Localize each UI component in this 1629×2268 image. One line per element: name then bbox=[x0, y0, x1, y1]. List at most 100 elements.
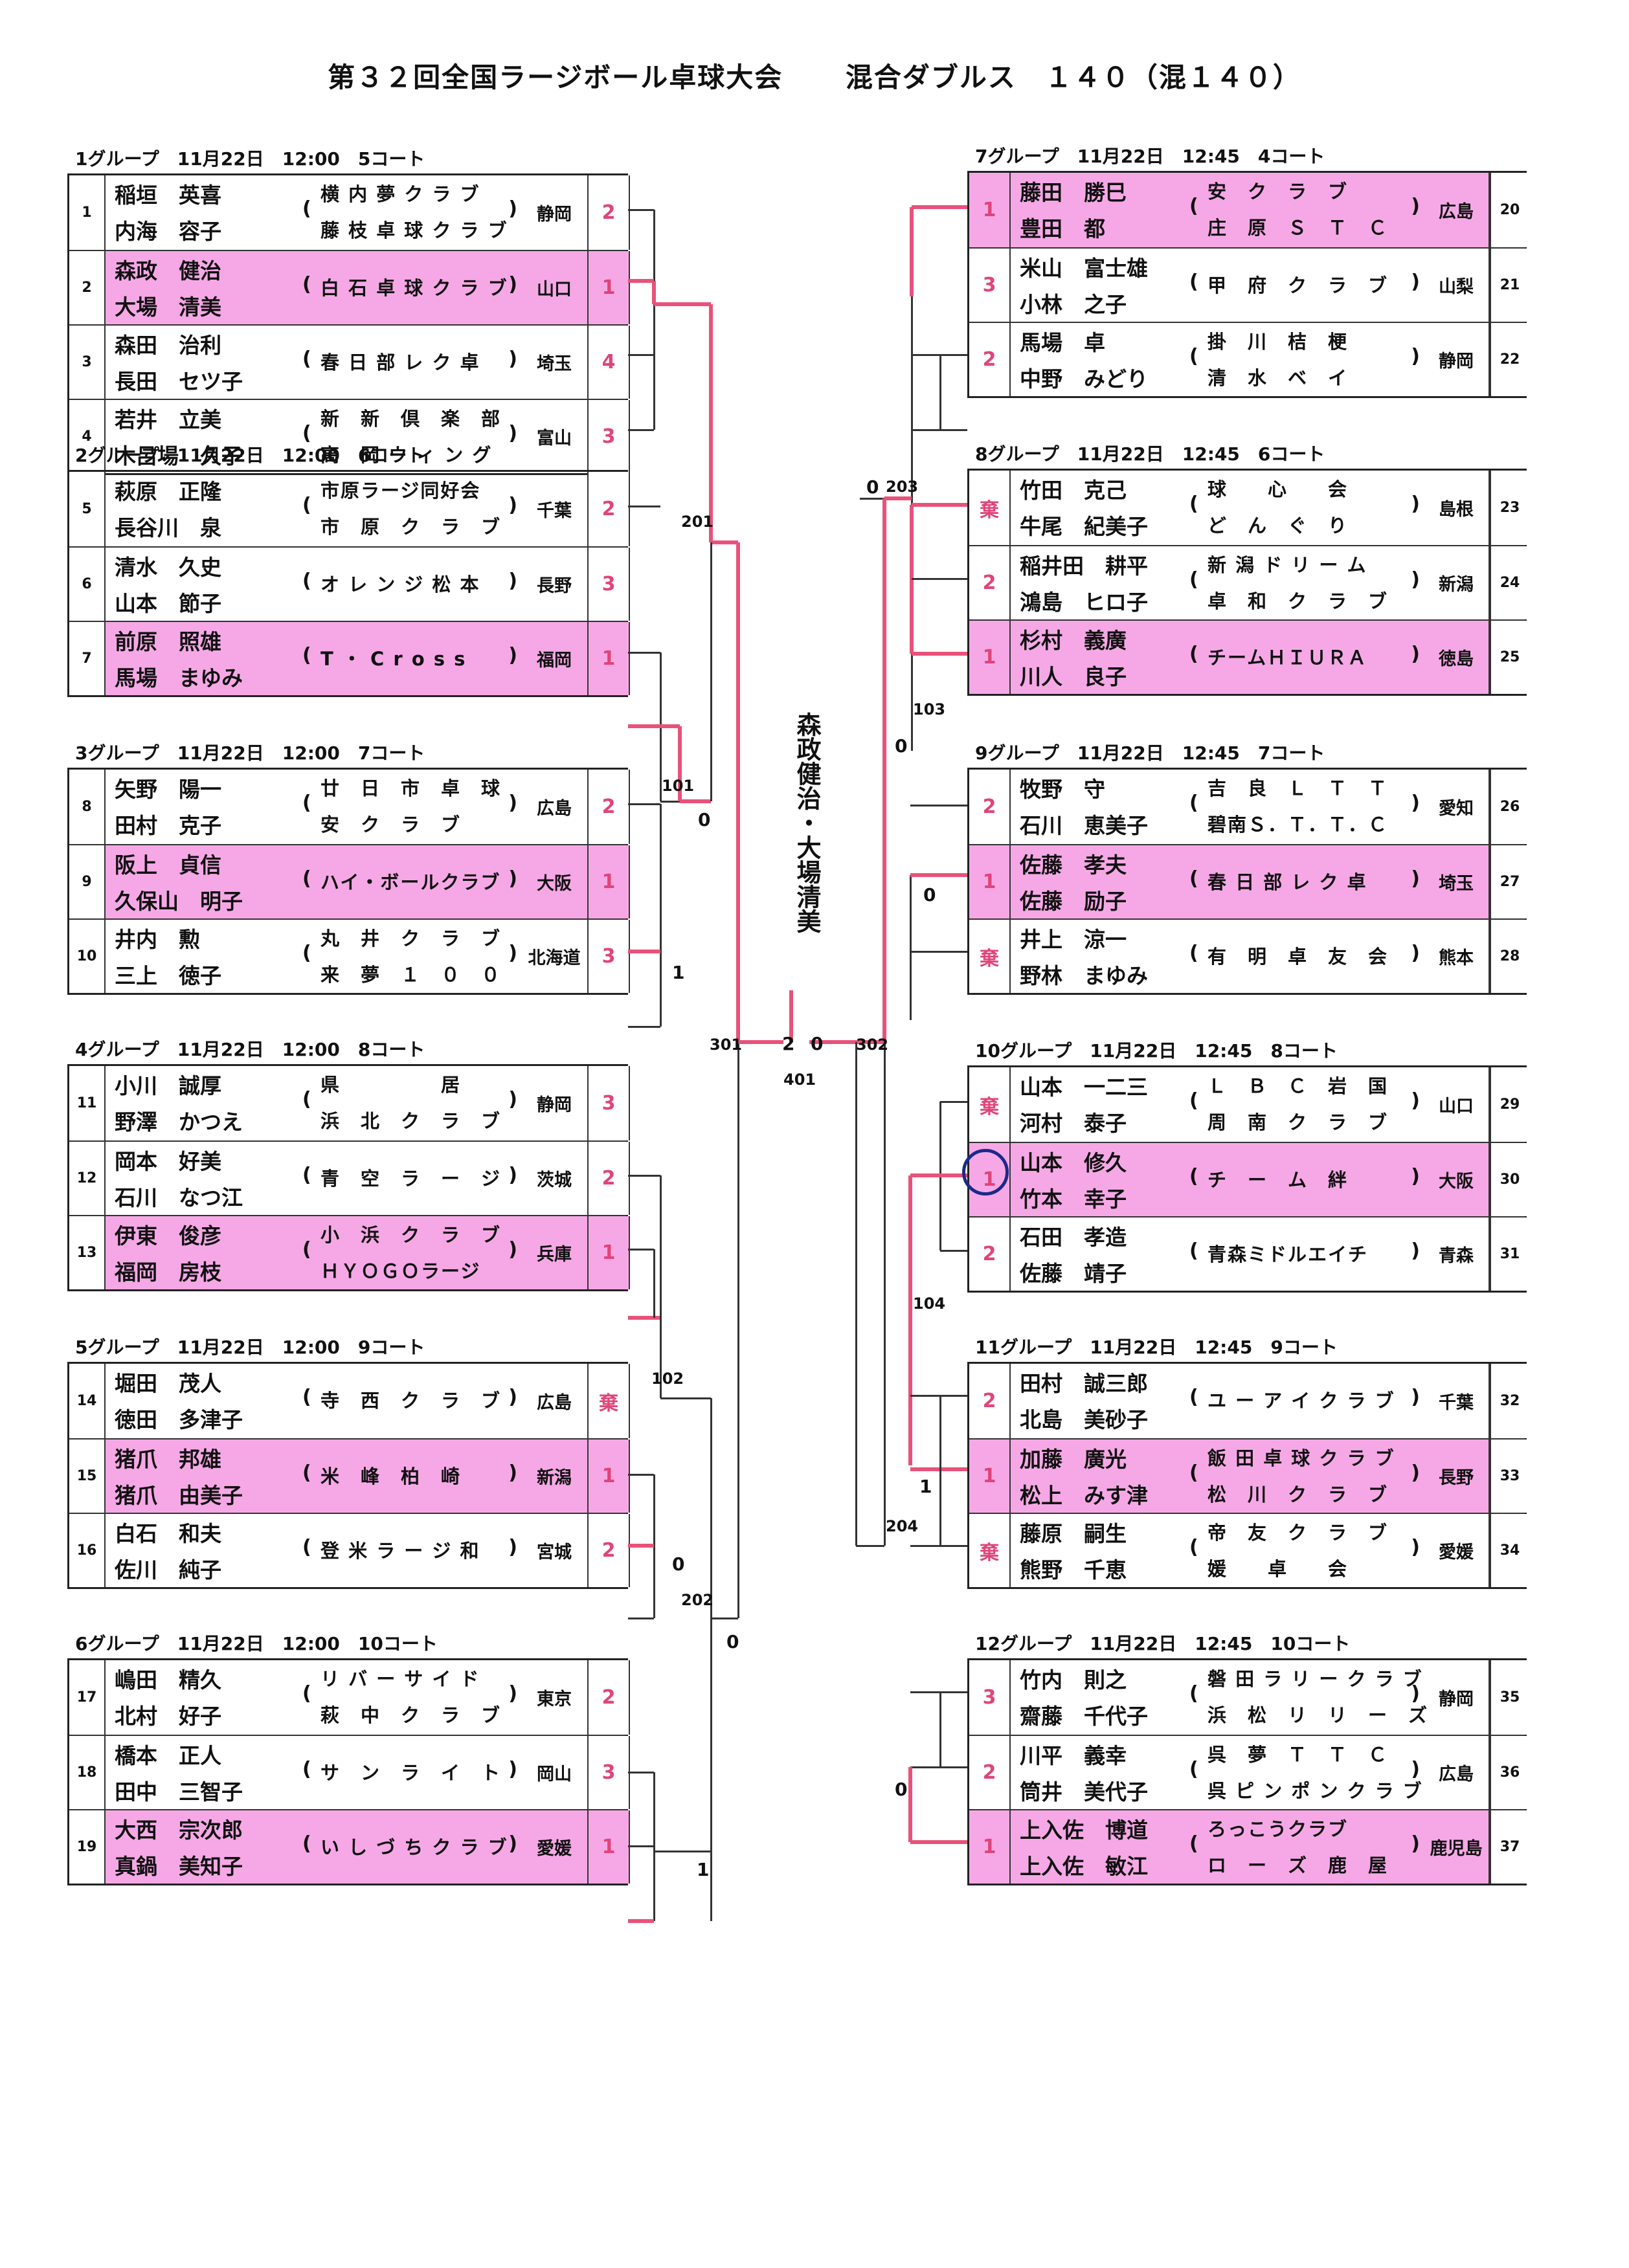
winner-path-line bbox=[912, 652, 967, 656]
player-name-1: 田村 誠三郎 bbox=[1020, 1371, 1148, 1396]
club-name: 春 日 部 レ ク 卓 bbox=[320, 351, 480, 373]
group-rank: 1 bbox=[969, 1440, 1011, 1513]
group-rank: 1 bbox=[589, 251, 630, 324]
entry-number: 9 bbox=[69, 845, 106, 918]
paren-close: ) bbox=[1411, 1089, 1420, 1112]
paren-close: ) bbox=[508, 197, 517, 220]
club-names: ()ユ ー ア イ ク ラ ブ bbox=[1188, 1364, 1424, 1438]
club-names: ()新 新 倶 楽 部高 岡 ウ ィ ン グ bbox=[301, 400, 521, 473]
player-name-1: 伊東 俊彦 bbox=[115, 1223, 221, 1249]
club-name-1: ろっこうクラブ bbox=[1208, 1818, 1349, 1840]
entry-number: 16 bbox=[69, 1514, 106, 1587]
paren-close: ) bbox=[508, 1536, 517, 1559]
winner-path-line bbox=[910, 1173, 967, 1177]
entry-number: 1 bbox=[69, 175, 106, 250]
player-name-1: 川平 義幸 bbox=[1020, 1743, 1127, 1768]
paren-close: ) bbox=[508, 1238, 517, 1261]
player-name-1: 竹内 則之 bbox=[1020, 1667, 1127, 1693]
player-names: 竹内 則之齋藤 千代子 bbox=[1011, 1660, 1188, 1735]
paren-close: ) bbox=[508, 1088, 517, 1111]
prefecture: 大阪 bbox=[1424, 1143, 1490, 1216]
club-name-1: リ バ ー サ イ ド bbox=[320, 1668, 480, 1690]
prefecture: 新潟 bbox=[521, 1440, 589, 1513]
entry-number: 11 bbox=[69, 1066, 106, 1140]
paren-close: ) bbox=[508, 494, 517, 517]
club-name-2: 周 南 ク ラ ブ bbox=[1208, 1111, 1389, 1133]
player-name-1: 加藤 廣光 bbox=[1020, 1447, 1127, 1472]
player-name-2: 大場 清美 bbox=[115, 295, 221, 320]
bracket-line bbox=[910, 1394, 967, 1397]
player-name-2: 馬場 まゆみ bbox=[115, 665, 243, 691]
paren-open: ( bbox=[302, 1164, 311, 1186]
player-name-1: 森政 健治 bbox=[115, 258, 221, 284]
group-header: 1グループ 11月22日 12:00 5コート bbox=[75, 148, 425, 170]
paren-close: ) bbox=[1411, 195, 1420, 217]
final-score-left: 2 bbox=[782, 1033, 795, 1054]
group-header: 10グループ 11月22日 12:45 8コート bbox=[975, 1040, 1338, 1062]
entry-number: 32 bbox=[1490, 1364, 1529, 1438]
club-name-1: 市原ラージ同好会 bbox=[320, 480, 481, 502]
group-rank: 棄 bbox=[589, 1364, 630, 1438]
score-104: 1 bbox=[919, 1476, 932, 1497]
club-name-1: 廿 日 市 卓 球 bbox=[320, 777, 502, 799]
prefecture: 千葉 bbox=[1424, 1364, 1490, 1438]
player-name-2: 佐藤 励子 bbox=[1020, 889, 1127, 914]
final-score-right: 0 bbox=[811, 1033, 824, 1054]
prefecture: 新潟 bbox=[1424, 546, 1490, 619]
entry-number: 8 bbox=[69, 770, 106, 844]
club-name-2: 碧南Ｓ．Ｔ．Ｔ．Ｃ bbox=[1208, 814, 1389, 836]
player-name-1: 前原 照雄 bbox=[115, 629, 221, 654]
club-names: ()チームＨＩＵＲＡ bbox=[1188, 621, 1424, 694]
entry-number: 35 bbox=[1490, 1660, 1529, 1735]
winner-path-line bbox=[910, 1840, 967, 1844]
player-name-1: 竹田 克己 bbox=[1020, 478, 1127, 503]
score-201: 0 bbox=[726, 1631, 739, 1652]
club-name-2: ロ ー ズ 鹿 屋 bbox=[1208, 1854, 1389, 1876]
paren-open: ( bbox=[1189, 271, 1198, 293]
bracket-line bbox=[737, 1042, 739, 1618]
paren-open: ( bbox=[302, 867, 311, 890]
entry-number: 24 bbox=[1490, 546, 1529, 619]
player-name-2: 佐川 純子 bbox=[115, 1557, 221, 1583]
paren-open: ( bbox=[1189, 1089, 1198, 1112]
bracket-line bbox=[940, 1100, 967, 1103]
group-header: 6グループ 11月22日 12:00 10コート bbox=[75, 1633, 438, 1654]
club-name-2: 市 原 ク ラ ブ bbox=[320, 516, 502, 538]
player-name-2: 三上 徳子 bbox=[115, 963, 221, 988]
entry-number: 10 bbox=[69, 920, 106, 993]
club-names: ()廿 日 市 卓 球安 ク ラ ブ bbox=[301, 770, 521, 844]
club-name: 春 日 部 レ ク 卓 bbox=[1208, 871, 1367, 893]
club-name: 青森ミドルエイチ bbox=[1208, 1243, 1369, 1265]
paren-open: ( bbox=[1189, 345, 1198, 368]
paren-open: ( bbox=[302, 644, 311, 667]
group-rank: 3 bbox=[969, 249, 1011, 322]
club-name: オ レ ン ジ 松 本 bbox=[320, 573, 480, 595]
club-name-2: 安 ク ラ ブ bbox=[320, 814, 462, 836]
player-names: 清水 久史山本 節子 bbox=[106, 548, 301, 621]
paren-open: ( bbox=[302, 1536, 311, 1559]
paren-close: ) bbox=[1411, 568, 1420, 591]
group-header: 8グループ 11月22日 12:45 6コート bbox=[975, 443, 1325, 465]
player-name-2: 野澤 かつえ bbox=[115, 1109, 243, 1135]
prefecture: 熊本 bbox=[1424, 920, 1490, 993]
paren-close: ) bbox=[508, 1164, 517, 1186]
bracket-line bbox=[628, 803, 660, 805]
winner-path-line bbox=[912, 205, 967, 209]
paren-close: ) bbox=[1411, 1462, 1420, 1484]
player-name-1: 萩原 正隆 bbox=[115, 479, 221, 504]
club-name: 米 峰 柏 崎 bbox=[320, 1465, 462, 1487]
player-names: 竹田 克己牛尾 紀美子 bbox=[1011, 471, 1188, 545]
club-name-1: 新 新 倶 楽 部 bbox=[320, 408, 502, 430]
match-label-103: 103 bbox=[913, 700, 946, 718]
player-name-2: 長谷川 泉 bbox=[115, 515, 221, 540]
club-name-2: ＨＹＯＧＯラージ bbox=[320, 1260, 481, 1282]
club-name-1: 小 浜 ク ラ ブ bbox=[320, 1224, 502, 1246]
club-names: ()い し づ ち ク ラ ブ bbox=[301, 1810, 521, 1884]
